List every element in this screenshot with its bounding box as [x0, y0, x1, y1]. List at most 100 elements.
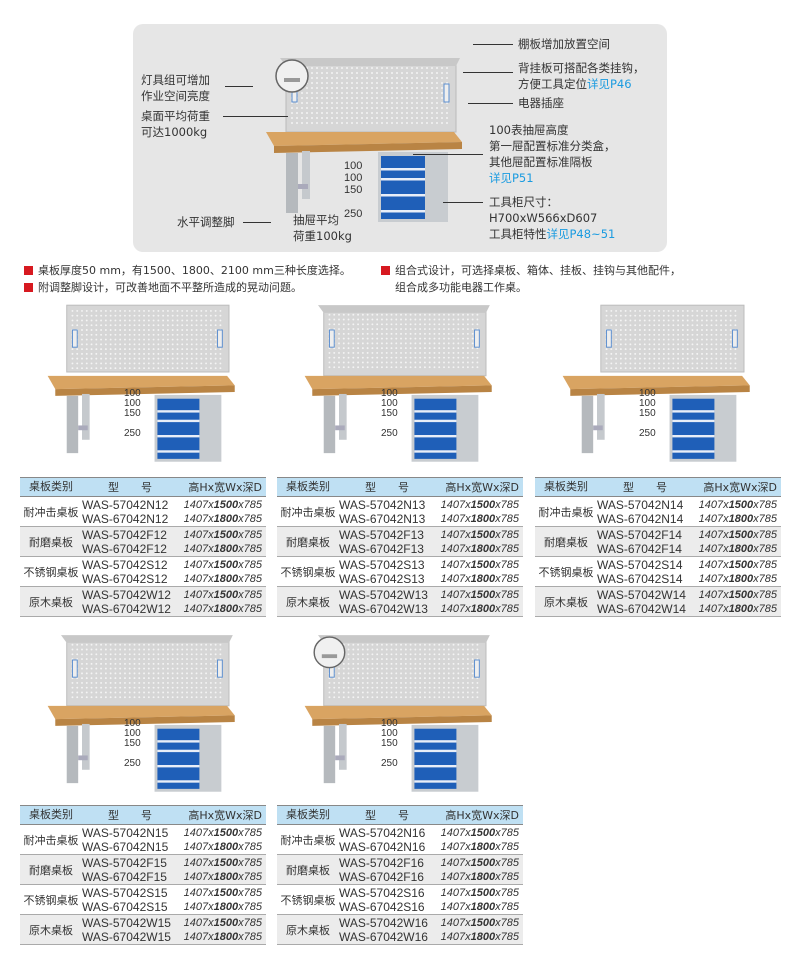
- pegboard-hole: [81, 681, 83, 684]
- pegboard-hole: [419, 696, 422, 699]
- drawer-ref-link[interactable]: 详见P51: [489, 171, 534, 185]
- pegboard-hole: [195, 653, 198, 656]
- pegboard-hole: [715, 314, 718, 317]
- pegboard-hole: [381, 696, 383, 699]
- pegboard-hole: [90, 333, 93, 336]
- pegboard-hole: [147, 643, 150, 646]
- pegboard-hole: [219, 357, 222, 360]
- pegboard-hole: [672, 333, 675, 336]
- pegboard-hole: [400, 351, 402, 354]
- pegboard-hole: [639, 367, 641, 370]
- pegboard-hole: [701, 343, 703, 346]
- pegboard-hole: [409, 667, 412, 670]
- pegboard-hole: [371, 323, 374, 326]
- pegboard-hole: [109, 338, 112, 341]
- pegboard-hole: [311, 92, 313, 94]
- pegboard-hole: [381, 667, 383, 670]
- pegboard-hole: [421, 72, 423, 74]
- pegboard-hole: [376, 323, 379, 326]
- dimensions: 1407x1800x785: [698, 543, 777, 555]
- pegboard-hole: [615, 333, 618, 336]
- pegboard-hole: [371, 658, 374, 660]
- pegboard-hole: [447, 677, 450, 680]
- pegboard-hole: [104, 653, 107, 656]
- pegboard-hole: [653, 329, 656, 331]
- pegboard-hole: [205, 667, 208, 670]
- pegboard-hole: [143, 343, 145, 346]
- pegboard-hole: [152, 367, 155, 370]
- pegboard-hole: [414, 323, 417, 326]
- pegboard-hole: [443, 366, 445, 369]
- pegboard-hole: [181, 667, 184, 670]
- drawer-handle: [157, 765, 200, 768]
- pegboard-hole: [462, 662, 465, 665]
- pegboard-hole: [76, 362, 79, 365]
- pegboard-hole: [381, 117, 383, 119]
- pegboard-hole: [171, 648, 174, 651]
- pegboard-hole: [85, 324, 88, 327]
- drawer-handle: [414, 749, 457, 753]
- pegboard-hole: [433, 361, 436, 364]
- pegboard-hole: [326, 107, 328, 109]
- pegboard-hole: [200, 686, 203, 689]
- pegboard-hole: [681, 367, 684, 370]
- pegboard-hole: [311, 97, 313, 99]
- pegboard-hole: [414, 318, 417, 321]
- cabinet-ref-link[interactable]: 详见P48~51: [546, 227, 616, 241]
- pegboard-hole: [381, 681, 383, 684]
- wood-top: [47, 375, 235, 390]
- pegboard-hole: [686, 338, 689, 341]
- pegboard-hole: [90, 653, 93, 656]
- pegboard-hole: [431, 92, 433, 94]
- pegboard-hole: [619, 329, 622, 331]
- pegboard-hole: [166, 677, 169, 680]
- pegboard-hole: [419, 351, 422, 354]
- wood-top: [562, 375, 750, 390]
- pegboard-hole: [466, 667, 469, 670]
- pegboard-hole: [128, 696, 131, 699]
- outlet-left: [328, 329, 335, 348]
- pegboard-hole: [433, 323, 436, 326]
- pegboard-hole: [356, 72, 358, 74]
- pegboard-hole: [376, 77, 378, 79]
- pegboard-hole: [90, 677, 93, 680]
- pegboard-hole: [436, 67, 438, 69]
- pegboard-hole: [371, 122, 373, 124]
- pegboard-hole: [109, 672, 112, 675]
- pegboard-hole: [357, 337, 360, 340]
- pegboard-hole: [371, 686, 374, 689]
- pegboard-hole: [336, 102, 338, 104]
- pegboard-ref-link[interactable]: 详见P46: [587, 77, 632, 91]
- pegboard-hole: [466, 677, 469, 680]
- pegboard-hole: [321, 82, 323, 84]
- pegboard-hole: [376, 681, 379, 684]
- pegboard-hole: [205, 662, 208, 665]
- pegboard-hole: [171, 357, 174, 360]
- pegboard-hole: [634, 367, 637, 370]
- pegboard-hole: [715, 352, 718, 355]
- wood-top-edge: [312, 385, 492, 396]
- pegboard-hole: [147, 362, 150, 365]
- pegboard-hole: [681, 357, 684, 360]
- pegboard-hole: [205, 319, 208, 322]
- drawer-height-label: 100: [124, 718, 141, 729]
- pegboard-hole: [95, 352, 98, 355]
- pegboard-hole: [436, 117, 438, 119]
- pegboard-hole: [205, 314, 208, 317]
- pegboard-hole: [452, 677, 455, 680]
- pegboard-hole: [385, 351, 388, 354]
- pegboard-hole: [447, 328, 450, 330]
- pegboard-hole: [291, 112, 293, 114]
- pegboard-hole: [338, 677, 340, 680]
- pegboard-hole: [347, 667, 350, 670]
- pegboard-hole: [729, 362, 732, 365]
- pegboard-hole: [431, 87, 433, 89]
- pegboard-label: 背挂板可搭配各类挂钩，方便工具定位详见P46: [518, 61, 645, 91]
- pegboard-hole: [720, 329, 723, 331]
- pegboard-hole: [409, 696, 412, 699]
- pegboard-hole: [209, 329, 212, 331]
- pegboard-hole: [366, 696, 369, 699]
- pegboard-hole: [466, 318, 469, 321]
- pegboard-hole: [400, 366, 402, 369]
- pegboard-hole: [171, 662, 174, 665]
